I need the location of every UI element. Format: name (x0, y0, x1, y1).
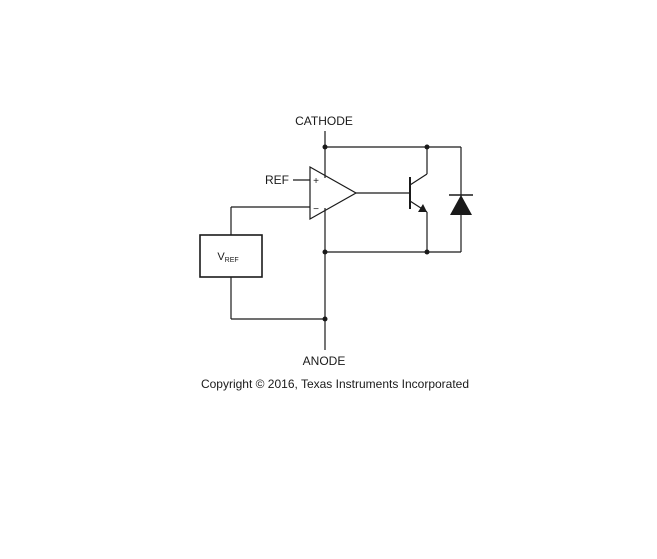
copyright-text: Copyright © 2016, Texas Instruments Inco… (201, 377, 469, 391)
ref-label: REF (265, 173, 289, 187)
opamp-triangle (309, 165, 358, 221)
vref-label: VREF (217, 251, 238, 264)
transistor-collector (409, 173, 428, 186)
cathode-label: CATHODE (295, 114, 353, 128)
opamp-minus-sign: − (313, 204, 319, 215)
vref-subscript-text: REF (225, 257, 239, 264)
vref-box (199, 234, 263, 278)
junction-dot-cathode (322, 144, 328, 150)
opamp-plus-sign: + (313, 176, 319, 187)
vref-main-text: V (217, 251, 225, 263)
anode-label: ANODE (303, 354, 346, 368)
transistor-emitter-arrow (418, 204, 427, 212)
diode-triangle (450, 195, 472, 215)
